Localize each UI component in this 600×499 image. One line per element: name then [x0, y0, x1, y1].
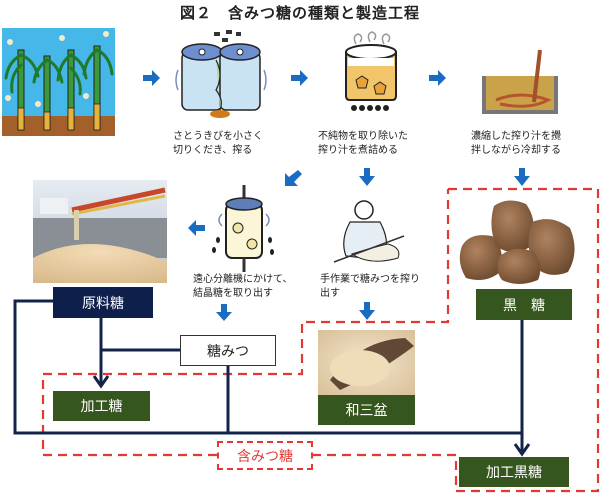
cooling-pan-illustration	[482, 49, 558, 114]
raw-sugar-photo	[33, 180, 167, 283]
caption-line: 搾り汁を煮詰める	[318, 145, 398, 156]
arrow-right-1	[143, 70, 160, 86]
processed-kokuto-label: 加工黒糖	[459, 457, 569, 487]
arrow-down-wasanbon	[359, 302, 375, 320]
centrifuge-illustration	[212, 185, 274, 272]
figure-title: 図２ 含みつ糖の種類と製造工程	[179, 4, 420, 22]
arrow-down-molasses	[216, 304, 232, 321]
caption-line: 濃縮した搾り汁を攪	[471, 131, 561, 142]
molasses-label: 糖みつ	[180, 335, 276, 366]
boiling-pot-illustration	[345, 31, 397, 111]
caption-line: 結晶糖を取り出す	[193, 288, 273, 299]
arrow-down-handwork	[359, 168, 375, 186]
arrow-left-raw-sugar	[188, 220, 205, 236]
arrowhead-processed-sugar	[92, 375, 110, 389]
kokuto-lumps-photo	[459, 200, 575, 284]
caption-line: 出す	[320, 288, 340, 299]
wasanbon-label: 和三盆	[318, 395, 415, 425]
caption-line: 不純物を取り除いた	[318, 131, 408, 142]
roller-mill-illustration	[175, 30, 267, 118]
caption-line: 切りくだき、搾る	[173, 145, 253, 156]
caption-line: 遠心分離機にかけて、	[193, 274, 293, 285]
arrow-right-3	[429, 70, 446, 86]
step-caption-handwork: 手作業で糖みつを搾り 出す	[320, 273, 420, 301]
wasanbon-powder-photo	[318, 330, 415, 395]
raw-sugar-to-processed-kokuto-line	[13, 299, 524, 452]
step-caption-crush: さとうきびを小さく 切りくだき、搾る	[173, 130, 263, 158]
raw-sugar-label: 原料糖	[53, 287, 153, 318]
arrow-right-2	[291, 70, 308, 86]
arrowhead-processed-kokuto	[513, 443, 531, 457]
hand-pressing-worker-illustration	[333, 200, 405, 263]
navy-connectors	[13, 299, 531, 457]
sugarcane-field-illustration	[2, 28, 115, 136]
flow-arrows	[143, 70, 530, 321]
step-caption-cool: 濃縮した搾り汁を攪 拌しながら冷却する	[471, 130, 561, 158]
step-caption-boil: 不純物を取り除いた 搾り汁を煮詰める	[318, 130, 408, 158]
ganmitsu-group-label: 含みつ糖	[217, 441, 313, 470]
caption-line: 拌しながら冷却する	[471, 145, 561, 156]
arrow-diagonal	[285, 170, 302, 186]
caption-line: さとうきびを小さく	[173, 131, 263, 142]
arrow-down-kokuto	[514, 168, 530, 186]
step-caption-centrifuge: 遠心分離機にかけて、 結晶糖を取り出す	[193, 273, 293, 301]
kokuto-label: 黒 糖	[476, 289, 572, 320]
ganmitsu-boundary	[41, 187, 600, 493]
processed-sugar-label: 加工糖	[53, 391, 150, 421]
caption-line: 手作業で糖みつを搾り	[320, 274, 420, 285]
